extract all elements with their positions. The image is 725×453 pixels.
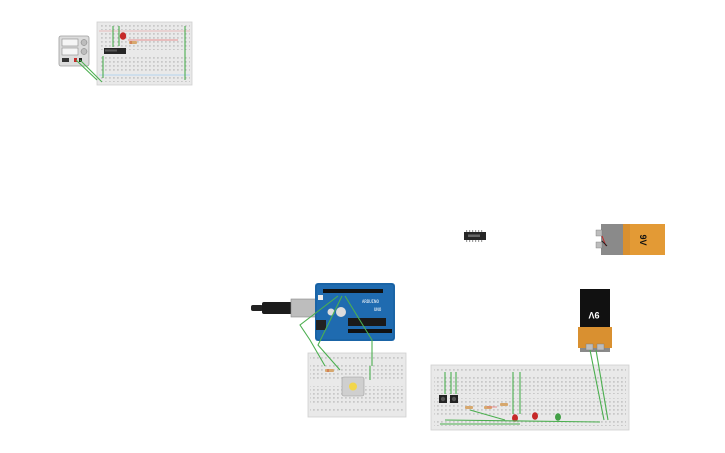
knob-icon[interactable] [80, 39, 88, 46]
breadboard-large[interactable] [430, 364, 630, 431]
resistor-middle[interactable] [325, 369, 334, 372]
power-jack-icon [316, 320, 326, 330]
terminal-icon [74, 58, 77, 62]
terminal-icon [62, 58, 69, 62]
wires-large[interactable] [440, 349, 609, 425]
wires-top-left[interactable] [75, 26, 186, 83]
usb-cable[interactable] [251, 298, 317, 318]
battery-terminal-icon [595, 241, 603, 249]
wires-middle[interactable] [299, 295, 373, 380]
push-button-2[interactable] [450, 395, 458, 403]
power-supply[interactable] [58, 35, 90, 67]
header-pins [323, 289, 383, 293]
ic-chip-top-left[interactable] [104, 48, 126, 54]
ic-chip[interactable] [464, 230, 486, 242]
resistor-large-2[interactable] [484, 406, 492, 409]
resistor-large-1[interactable] [465, 406, 473, 409]
battery-label: 9V [588, 310, 599, 320]
reset-button-icon[interactable] [318, 295, 323, 300]
board-model: UNO [374, 307, 382, 312]
resistor-large-3[interactable] [500, 403, 508, 406]
battery-terminal-icon [596, 343, 605, 351]
battery-top[interactable]: 9V [595, 224, 665, 255]
battery-bottom[interactable]: 9V [578, 289, 612, 352]
led-red-top-left[interactable] [119, 32, 127, 40]
capacitor-icon [336, 307, 346, 317]
led-red-1[interactable] [512, 414, 518, 422]
battery-terminal-icon [595, 229, 603, 237]
resistor-top-left[interactable] [129, 41, 137, 44]
led-green[interactable] [555, 413, 561, 421]
header-pins [348, 329, 392, 333]
microcontroller-chip [348, 318, 386, 326]
led-red-2[interactable] [532, 412, 538, 420]
board-brand: ARDUINO [362, 299, 379, 304]
piezo-buzzer[interactable] [341, 376, 365, 397]
battery-label: 9V [638, 234, 648, 245]
knob-icon[interactable] [80, 48, 88, 55]
battery-terminal-icon [585, 343, 594, 351]
push-button-1[interactable] [439, 395, 447, 403]
